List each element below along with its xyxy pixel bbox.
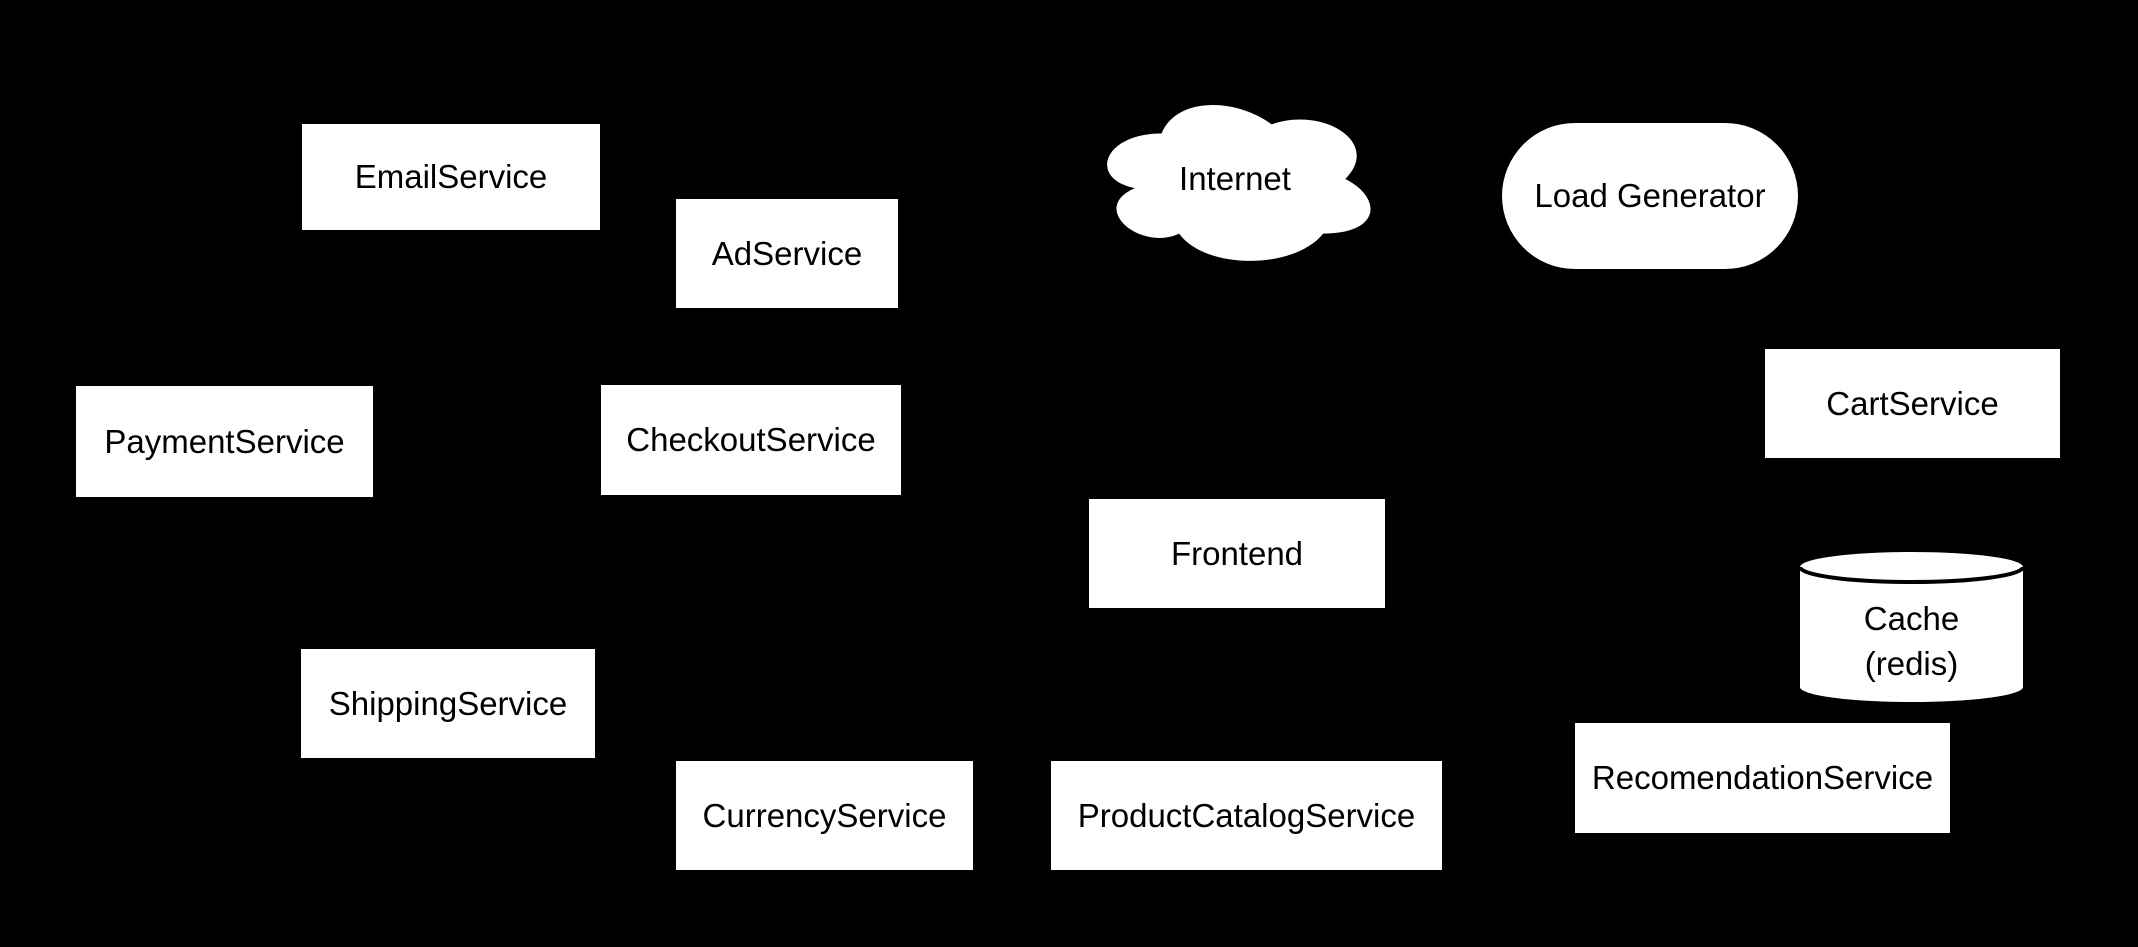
node-internet: Internet <box>1088 88 1382 270</box>
node-currency-service: CurrencyService <box>676 761 973 870</box>
node-internet-label: Internet <box>1179 160 1291 198</box>
node-product-catalog-service: ProductCatalogService <box>1051 761 1442 870</box>
node-checkout-service: CheckoutService <box>601 385 901 495</box>
database-cylinder-icon <box>1800 552 2023 702</box>
node-cache-redis-label: Cache (redis) <box>1863 600 1960 682</box>
node-payment-service: PaymentService <box>76 386 373 497</box>
node-shipping-service: ShippingService <box>301 649 595 758</box>
node-recomendation-service: RecomendationService <box>1575 723 1950 833</box>
node-cache-redis: Cache (redis) <box>1800 552 2023 702</box>
node-email-service: EmailService <box>302 124 600 230</box>
node-cart-service: CartService <box>1765 349 2060 458</box>
node-ad-service: AdService <box>676 199 898 308</box>
node-load-generator: Load Generator <box>1502 123 1798 269</box>
cloud-icon <box>1107 104 1371 261</box>
node-frontend: Frontend <box>1089 499 1385 608</box>
